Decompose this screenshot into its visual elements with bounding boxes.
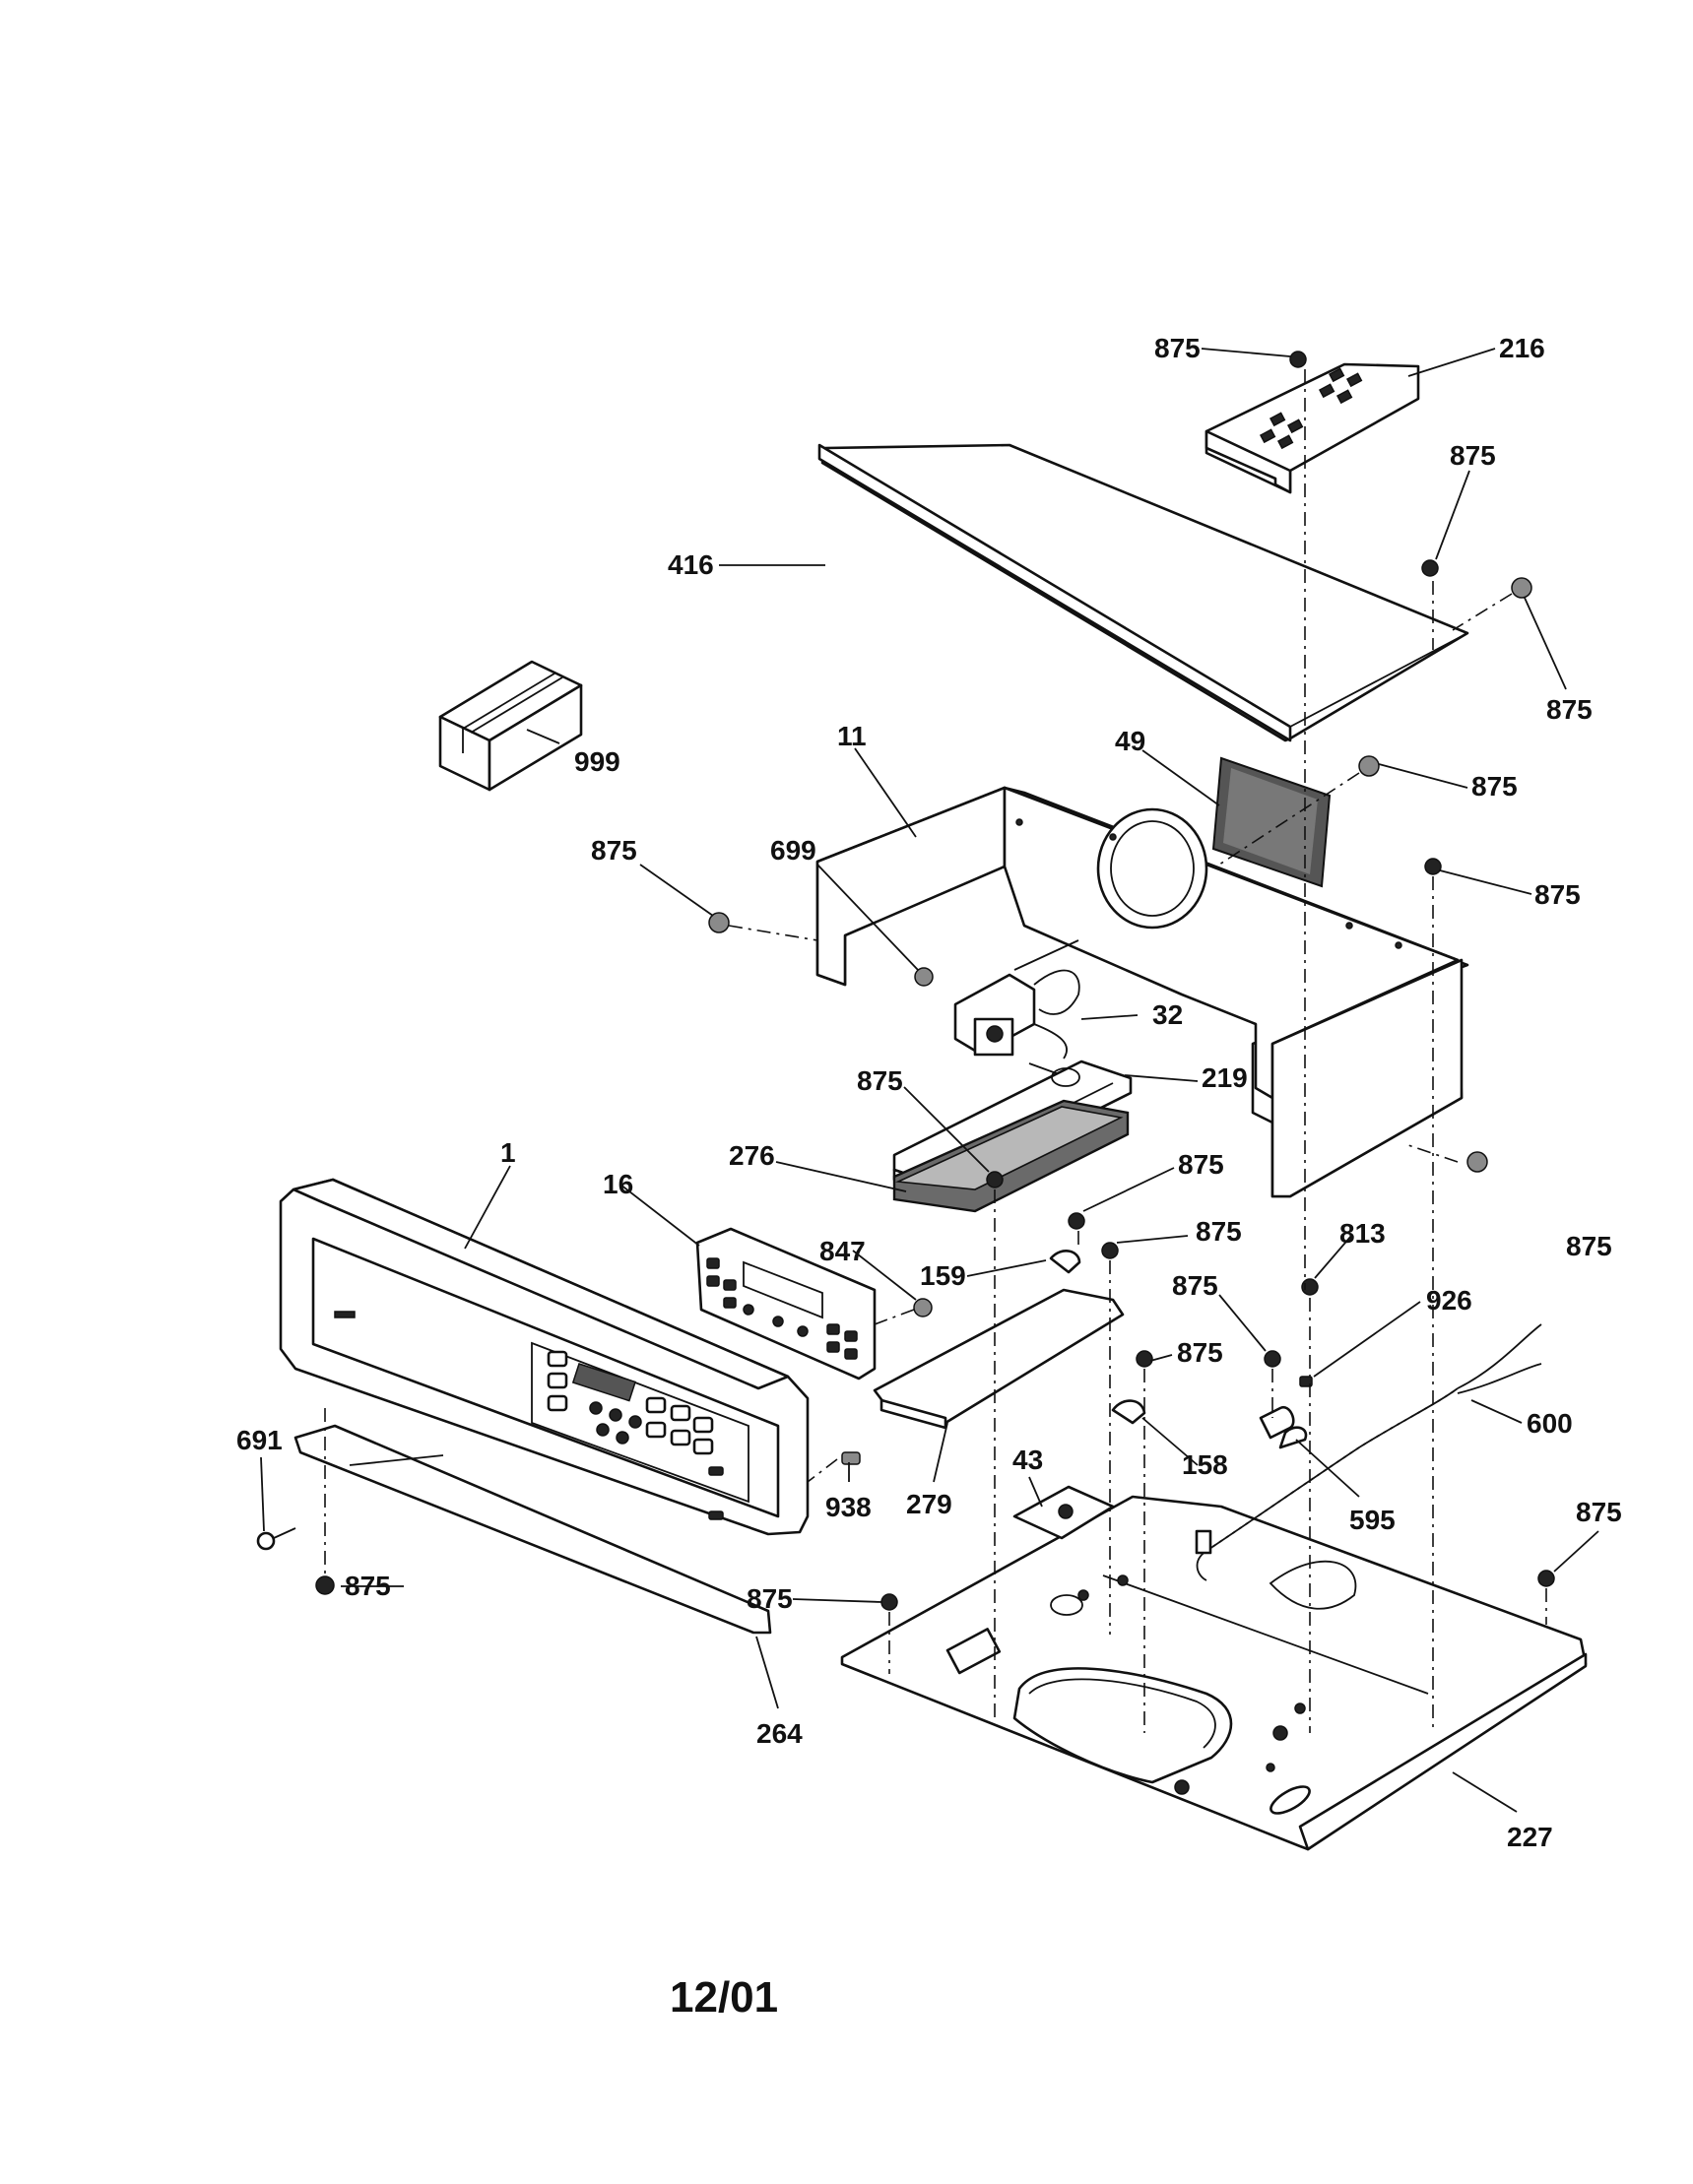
electronic-control <box>695 1227 877 1381</box>
label-p875m: 875 <box>1576 1497 1622 1527</box>
upper-chassis <box>815 786 1469 1198</box>
label-p219: 219 <box>1202 1062 1248 1093</box>
label-p875d: 875 <box>1471 771 1518 802</box>
label-p699: 699 <box>770 835 816 866</box>
label-p279: 279 <box>906 1489 952 1519</box>
thermal-switch <box>1049 1250 1081 1274</box>
label-p926: 926 <box>1426 1285 1472 1316</box>
part-labels: 875 216 875 416 875 999 11 49 875 875 87… <box>236 333 1622 2022</box>
screw-875g <box>986 1171 1004 1188</box>
clamp-bracket <box>1259 1405 1308 1449</box>
screw-875b <box>1421 559 1439 577</box>
label-p691: 691 <box>236 1425 283 1455</box>
screw-691 <box>256 1527 296 1551</box>
screw-699 <box>914 967 934 987</box>
screw-875f <box>708 912 730 933</box>
label-p875h: 875 <box>1178 1149 1224 1180</box>
label-p847: 847 <box>819 1236 866 1266</box>
label-p875o: 875 <box>747 1583 793 1614</box>
screw-875l <box>1136 1350 1153 1368</box>
screw-875h <box>1466 1151 1488 1173</box>
clip-938 <box>841 1451 861 1465</box>
label-p813: 813 <box>1339 1218 1386 1249</box>
label-p875l: 875 <box>1177 1337 1223 1368</box>
clip-926 <box>1299 1376 1313 1387</box>
screw-875i <box>1068 1212 1085 1230</box>
label-p875k: 875 <box>1172 1270 1218 1301</box>
fan-motor <box>953 939 1084 1084</box>
label-p875g: 875 <box>857 1065 903 1096</box>
label-p11: 11 <box>837 721 867 751</box>
label-p49: 49 <box>1115 726 1145 756</box>
label-p875b: 875 <box>1450 440 1496 471</box>
label-p875i: 875 <box>1196 1216 1242 1247</box>
label-p159: 159 <box>920 1260 966 1291</box>
label-p875f: 875 <box>591 835 637 866</box>
label-p999: 999 <box>574 746 620 777</box>
vent-cover <box>1205 362 1420 494</box>
label-p158: 158 <box>1182 1449 1228 1480</box>
control-panel-trim <box>279 1178 810 1536</box>
leader-lines <box>260 348 1599 1813</box>
screw-875c <box>1511 577 1532 599</box>
label-p227: 227 <box>1507 1822 1553 1852</box>
label-p32: 32 <box>1152 999 1183 1030</box>
label-p43: 43 <box>1012 1445 1043 1475</box>
screw-875a <box>1289 351 1307 368</box>
screw-875j <box>1101 1242 1119 1259</box>
parts-box <box>438 660 583 792</box>
screw-847 <box>913 1298 933 1317</box>
screw-813 <box>1301 1278 1319 1296</box>
vent-grille <box>1211 756 1332 888</box>
limit-switch-bracket <box>1111 1399 1146 1425</box>
label-p416: 416 <box>668 549 714 580</box>
screw-875n <box>880 1593 898 1611</box>
screw-875k <box>1264 1350 1281 1368</box>
label-p16: 16 <box>603 1169 633 1199</box>
thermostat-bracket-plate <box>1012 1485 1115 1540</box>
label-p1: 1 <box>500 1137 516 1168</box>
screw-875e <box>1424 858 1442 875</box>
label-p938: 938 <box>825 1492 872 1522</box>
label-p276: 276 <box>729 1140 775 1171</box>
bottom-chassis-plate <box>840 1495 1588 1851</box>
label-p875j: 875 <box>1566 1231 1612 1261</box>
label-p875e: 875 <box>1534 879 1581 910</box>
label-p595: 595 <box>1349 1505 1396 1535</box>
date-code: 12/01 <box>670 1973 778 2022</box>
label-p600: 600 <box>1527 1408 1573 1439</box>
label-p264: 264 <box>756 1718 803 1749</box>
screw-875d <box>1358 755 1380 777</box>
assembly-lines <box>324 369 1547 1733</box>
label-p875c: 875 <box>1546 694 1593 725</box>
screw-875o <box>1537 1570 1555 1587</box>
lower-trim-bracket <box>293 1424 772 1635</box>
top-cover-panel <box>817 443 1469 742</box>
screw-875m <box>315 1575 335 1595</box>
control-board <box>892 1099 1130 1213</box>
wire-harness <box>1195 1323 1542 1581</box>
label-p216: 216 <box>1499 333 1545 363</box>
label-p875n: 875 <box>345 1571 391 1601</box>
label-p875a: 875 <box>1154 333 1201 363</box>
heat-shield-plate <box>873 1288 1125 1430</box>
